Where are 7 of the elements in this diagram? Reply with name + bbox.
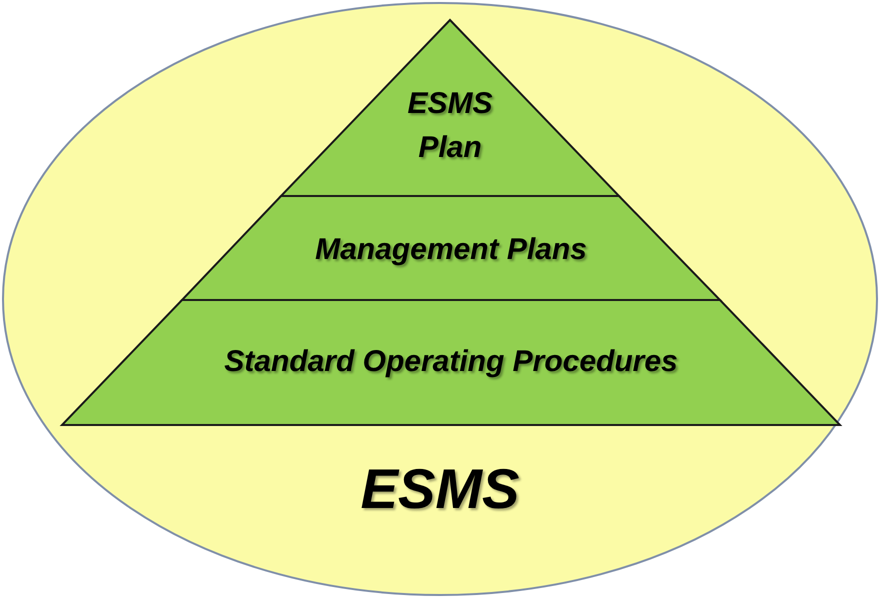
heading: ESMS: [360, 456, 520, 522]
pyramid-middle: [182, 196, 720, 300]
pyramid-top: [281, 20, 619, 196]
pyramid-base: [62, 300, 840, 425]
layer-label: Standard Operating Procedures: [223, 344, 679, 380]
layer-label: Management Plans: [314, 232, 588, 268]
layer-label: ESMS Plan: [406, 86, 494, 166]
